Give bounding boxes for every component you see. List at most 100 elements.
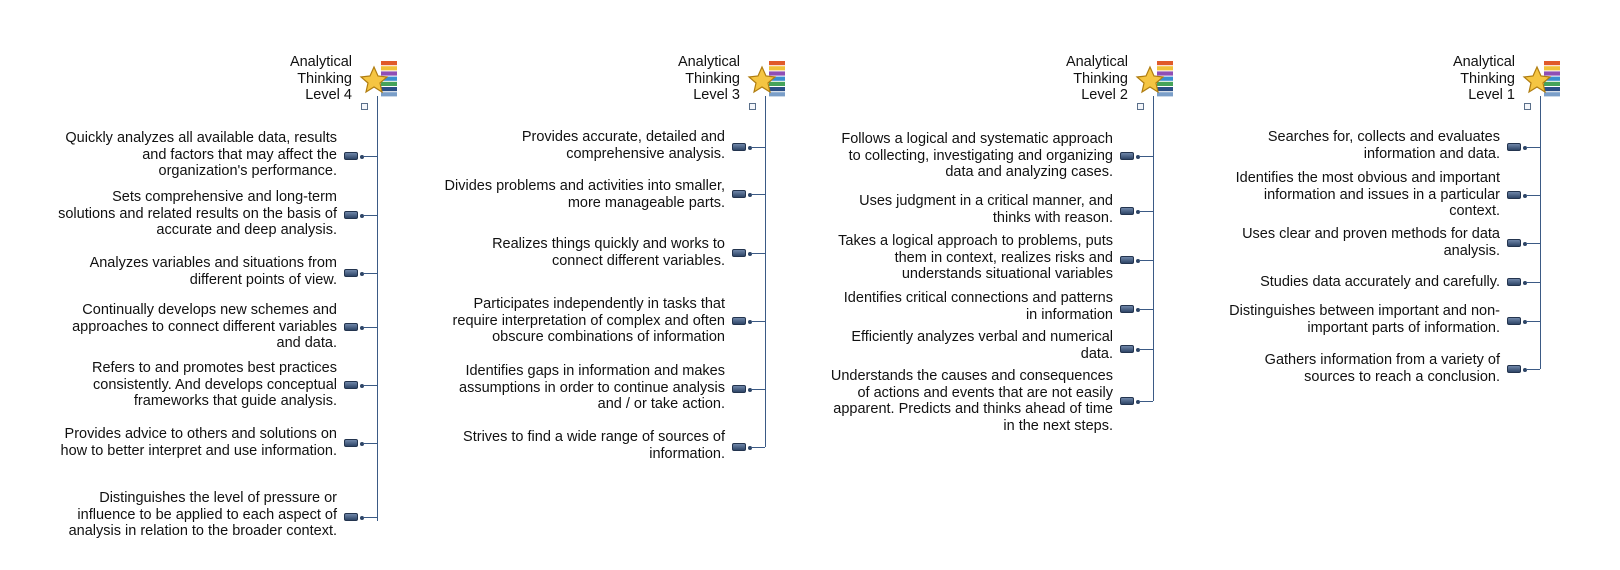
topic-node-icon[interactable]: [1120, 345, 1134, 353]
subtopic-text[interactable]: Identifies the most obvious and importan…: [1235, 170, 1500, 219]
subtopic-text[interactable]: Distinguishes between important and non-…: [1229, 303, 1500, 336]
node-connector-dot: [748, 320, 752, 324]
root-topic-title[interactable]: Analytical Thinking Level 4: [289, 54, 352, 103]
subtopic-text[interactable]: Refers to and promotes best practices co…: [91, 360, 337, 409]
collapse-toggle-icon[interactable]: [749, 103, 756, 110]
subtopic-text[interactable]: Takes a logical approach to problems, pu…: [838, 233, 1113, 282]
topic-node-icon[interactable]: [732, 317, 746, 325]
topic-node-icon[interactable]: [344, 381, 358, 389]
node-connector-dot: [748, 146, 752, 150]
subtopic-text[interactable]: Identifies gaps in information and makes…: [459, 363, 725, 412]
node-connector-dot: [1523, 320, 1527, 324]
topic-node-icon[interactable]: [344, 269, 358, 277]
subtopic-text[interactable]: Uses judgment in a critical manner, and …: [859, 193, 1113, 226]
trunk-connector: [1153, 96, 1154, 401]
node-connector-dot: [1523, 368, 1527, 372]
collapse-toggle-icon[interactable]: [361, 103, 368, 110]
branch-connector: [1139, 260, 1153, 261]
topic-node-icon[interactable]: [344, 439, 358, 447]
branch-connector: [751, 389, 765, 390]
topic-node-icon[interactable]: [1507, 191, 1521, 199]
node-connector-dot: [1523, 281, 1527, 285]
root-topic-title[interactable]: Analytical Thinking Level 1: [1452, 54, 1515, 103]
topic-node-icon[interactable]: [1120, 256, 1134, 264]
subtopic-text[interactable]: Sets comprehensive and long-term solutio…: [58, 189, 337, 238]
topic-node-icon[interactable]: [732, 443, 746, 451]
node-connector-dot: [748, 252, 752, 256]
topic-node-icon[interactable]: [732, 249, 746, 257]
topic-node-icon[interactable]: [1507, 239, 1521, 247]
node-connector-dot: [360, 272, 364, 276]
node-connector-dot: [360, 384, 364, 388]
collapse-toggle-icon[interactable]: [1524, 103, 1531, 110]
branch-connector: [1139, 156, 1153, 157]
topic-node-icon[interactable]: [344, 211, 358, 219]
subtopic-text[interactable]: Realizes things quickly and works to con…: [492, 236, 725, 269]
node-connector-dot: [748, 193, 752, 197]
topic-node-icon[interactable]: [732, 190, 746, 198]
branch-connector: [1139, 309, 1153, 310]
node-connector-dot: [1523, 194, 1527, 198]
topic-node-icon[interactable]: [1507, 317, 1521, 325]
node-connector-dot: [360, 442, 364, 446]
branch-connector: [363, 517, 377, 518]
subtopic-text[interactable]: Divides problems and activities into sma…: [444, 178, 725, 211]
root-topic-title[interactable]: Analytical Thinking Level 2: [1065, 54, 1128, 103]
root-topic-title[interactable]: Analytical Thinking Level 3: [677, 54, 740, 103]
node-connector-dot: [360, 214, 364, 218]
topic-node-icon[interactable]: [344, 152, 358, 160]
subtopic-text[interactable]: Gathers information from a variety of so…: [1264, 352, 1500, 385]
collapse-toggle-icon[interactable]: [1137, 103, 1144, 110]
branch-connector: [751, 253, 765, 254]
branch-connector: [1526, 243, 1540, 244]
branch-connector: [751, 447, 765, 448]
topic-node-icon[interactable]: [1507, 278, 1521, 286]
subtopic-text[interactable]: Distinguishes the level of pressure or i…: [68, 490, 337, 539]
subtopic-text[interactable]: Uses clear and proven methods for data a…: [1242, 226, 1500, 259]
branch-connector: [363, 215, 377, 216]
branch-connector: [1139, 349, 1153, 350]
subtopic-text[interactable]: Understands the causes and consequences …: [830, 368, 1113, 434]
node-connector-dot: [1523, 146, 1527, 150]
subtopic-text[interactable]: Quickly analyzes all available data, res…: [65, 130, 337, 179]
node-connector-dot: [748, 446, 752, 450]
node-connector-dot: [1136, 308, 1140, 312]
subtopic-text[interactable]: Provides accurate, detailed and comprehe…: [521, 129, 725, 162]
node-connector-dot: [360, 516, 364, 520]
subtopic-text[interactable]: Strives to find a wide range of sources …: [463, 429, 725, 462]
subtopic-text[interactable]: Analyzes variables and situations from d…: [89, 255, 337, 288]
subtopic-text[interactable]: Participates independently in tasks that…: [452, 296, 725, 345]
star-with-colored-bars-icon: [1522, 60, 1562, 102]
branch-connector: [751, 321, 765, 322]
subtopic-text[interactable]: Studies data accurately and carefully.: [1260, 274, 1500, 290]
node-connector-dot: [1136, 210, 1140, 214]
topic-node-icon[interactable]: [1120, 305, 1134, 313]
topic-node-icon[interactable]: [1120, 207, 1134, 215]
subtopic-text[interactable]: Identifies critical connections and patt…: [843, 290, 1113, 323]
subtopic-text[interactable]: Follows a logical and systematic approac…: [841, 131, 1113, 180]
topic-node-icon[interactable]: [732, 385, 746, 393]
branch-connector: [363, 443, 377, 444]
branch-connector: [1139, 211, 1153, 212]
topic-node-icon[interactable]: [732, 143, 746, 151]
star-with-colored-bars-icon: [359, 60, 399, 102]
subtopic-text[interactable]: Efficiently analyzes verbal and numerica…: [851, 329, 1113, 362]
node-connector-dot: [1523, 242, 1527, 246]
branch-connector: [1526, 195, 1540, 196]
subtopic-text[interactable]: Continually develops new schemes and app…: [72, 302, 337, 351]
branch-connector: [363, 385, 377, 386]
branch-connector: [363, 327, 377, 328]
topic-node-icon[interactable]: [1120, 397, 1134, 405]
topic-node-icon[interactable]: [344, 323, 358, 331]
topic-node-icon[interactable]: [1120, 152, 1134, 160]
node-connector-dot: [1136, 348, 1140, 352]
node-connector-dot: [360, 326, 364, 330]
trunk-connector: [1540, 96, 1541, 369]
topic-node-icon[interactable]: [1507, 365, 1521, 373]
topic-node-icon[interactable]: [1507, 143, 1521, 151]
subtopic-text[interactable]: Searches for, collects and evaluates inf…: [1267, 129, 1500, 162]
branch-connector: [1526, 147, 1540, 148]
subtopic-text[interactable]: Provides advice to others and solutions …: [60, 426, 337, 459]
branch-connector: [1526, 321, 1540, 322]
topic-node-icon[interactable]: [344, 513, 358, 521]
